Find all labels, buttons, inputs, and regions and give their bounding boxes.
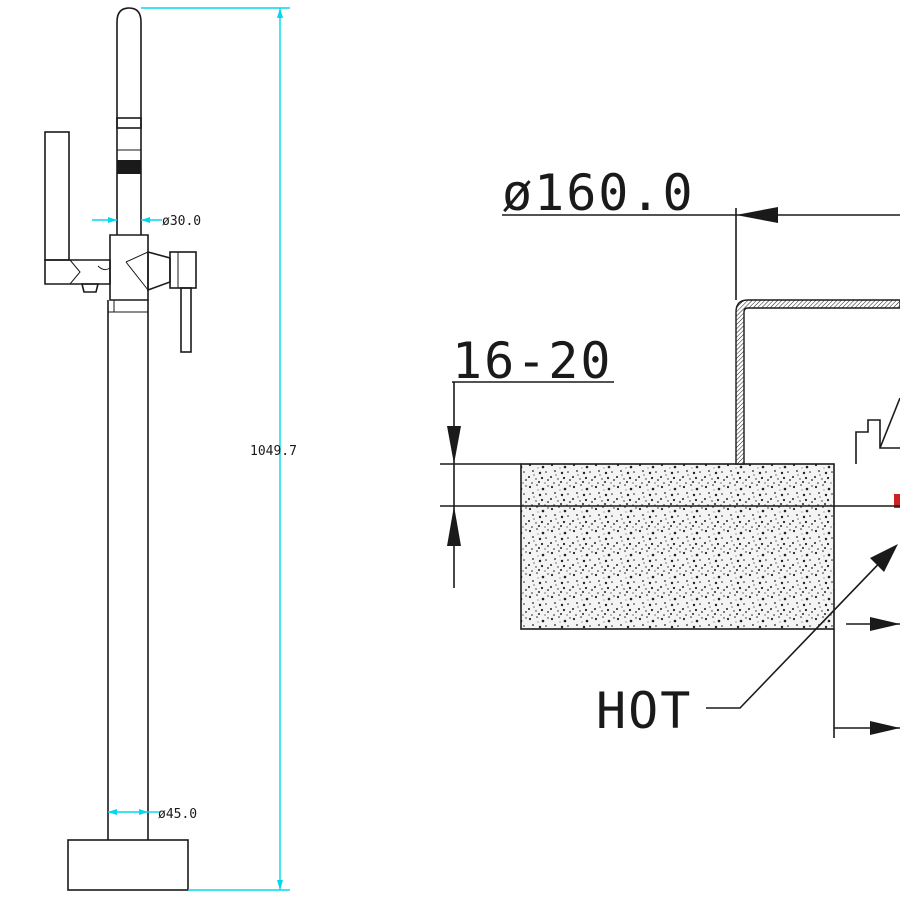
mixer-body (109, 234, 149, 301)
valve-cone-edge (125, 251, 149, 291)
dim-top-diameter: ø30.0 (92, 214, 201, 229)
hot-leader-arrow (870, 544, 898, 572)
fitting-bracket (855, 419, 900, 464)
dim-diameter: ø160.0 (502, 164, 900, 300)
dim-diameter-label: ø160.0 (502, 164, 695, 222)
hand-shower (44, 131, 70, 261)
holder-joint (69, 259, 81, 285)
faucet-side-view: ø30.0 ø45.0 1049.7 (44, 7, 297, 891)
dim-diameter-arrow (736, 207, 778, 223)
spout-collar (117, 160, 141, 174)
dim-top-diameter-label: ø30.0 (162, 214, 201, 229)
installation-detail: ø160.0 16-20 HOT (440, 164, 900, 740)
spout-band (116, 117, 142, 129)
lever-handle (180, 287, 192, 353)
faucet-spout (116, 7, 142, 235)
dim-total-height: 1049.7 (141, 7, 297, 891)
dim-range-label: 16-20 (452, 332, 613, 390)
hot-pipe-marker (894, 494, 900, 508)
shower-holder (44, 259, 111, 285)
dim-range-arrow-up (447, 506, 461, 546)
valve-cone (147, 250, 171, 292)
dim-base-diameter: ø45.0 (108, 807, 197, 822)
holder-clip (97, 265, 111, 271)
hot-label: HOT (596, 682, 692, 740)
dim-total-height-label: 1049.7 (250, 444, 297, 459)
dim-base-diameter-label: ø45.0 (158, 807, 197, 822)
hose-connector (80, 283, 100, 293)
cover-plate (735, 299, 900, 465)
dim-lower-right (833, 617, 900, 738)
hot-callout: HOT (596, 544, 898, 740)
dim-range: 16-20 (440, 332, 900, 588)
floor-slab (520, 463, 835, 630)
dim-range-arrow-down (447, 426, 461, 464)
fitting-diagonal (879, 397, 900, 449)
lever-hub (169, 251, 197, 289)
faucet-column (107, 300, 149, 840)
floor-base (67, 839, 189, 891)
